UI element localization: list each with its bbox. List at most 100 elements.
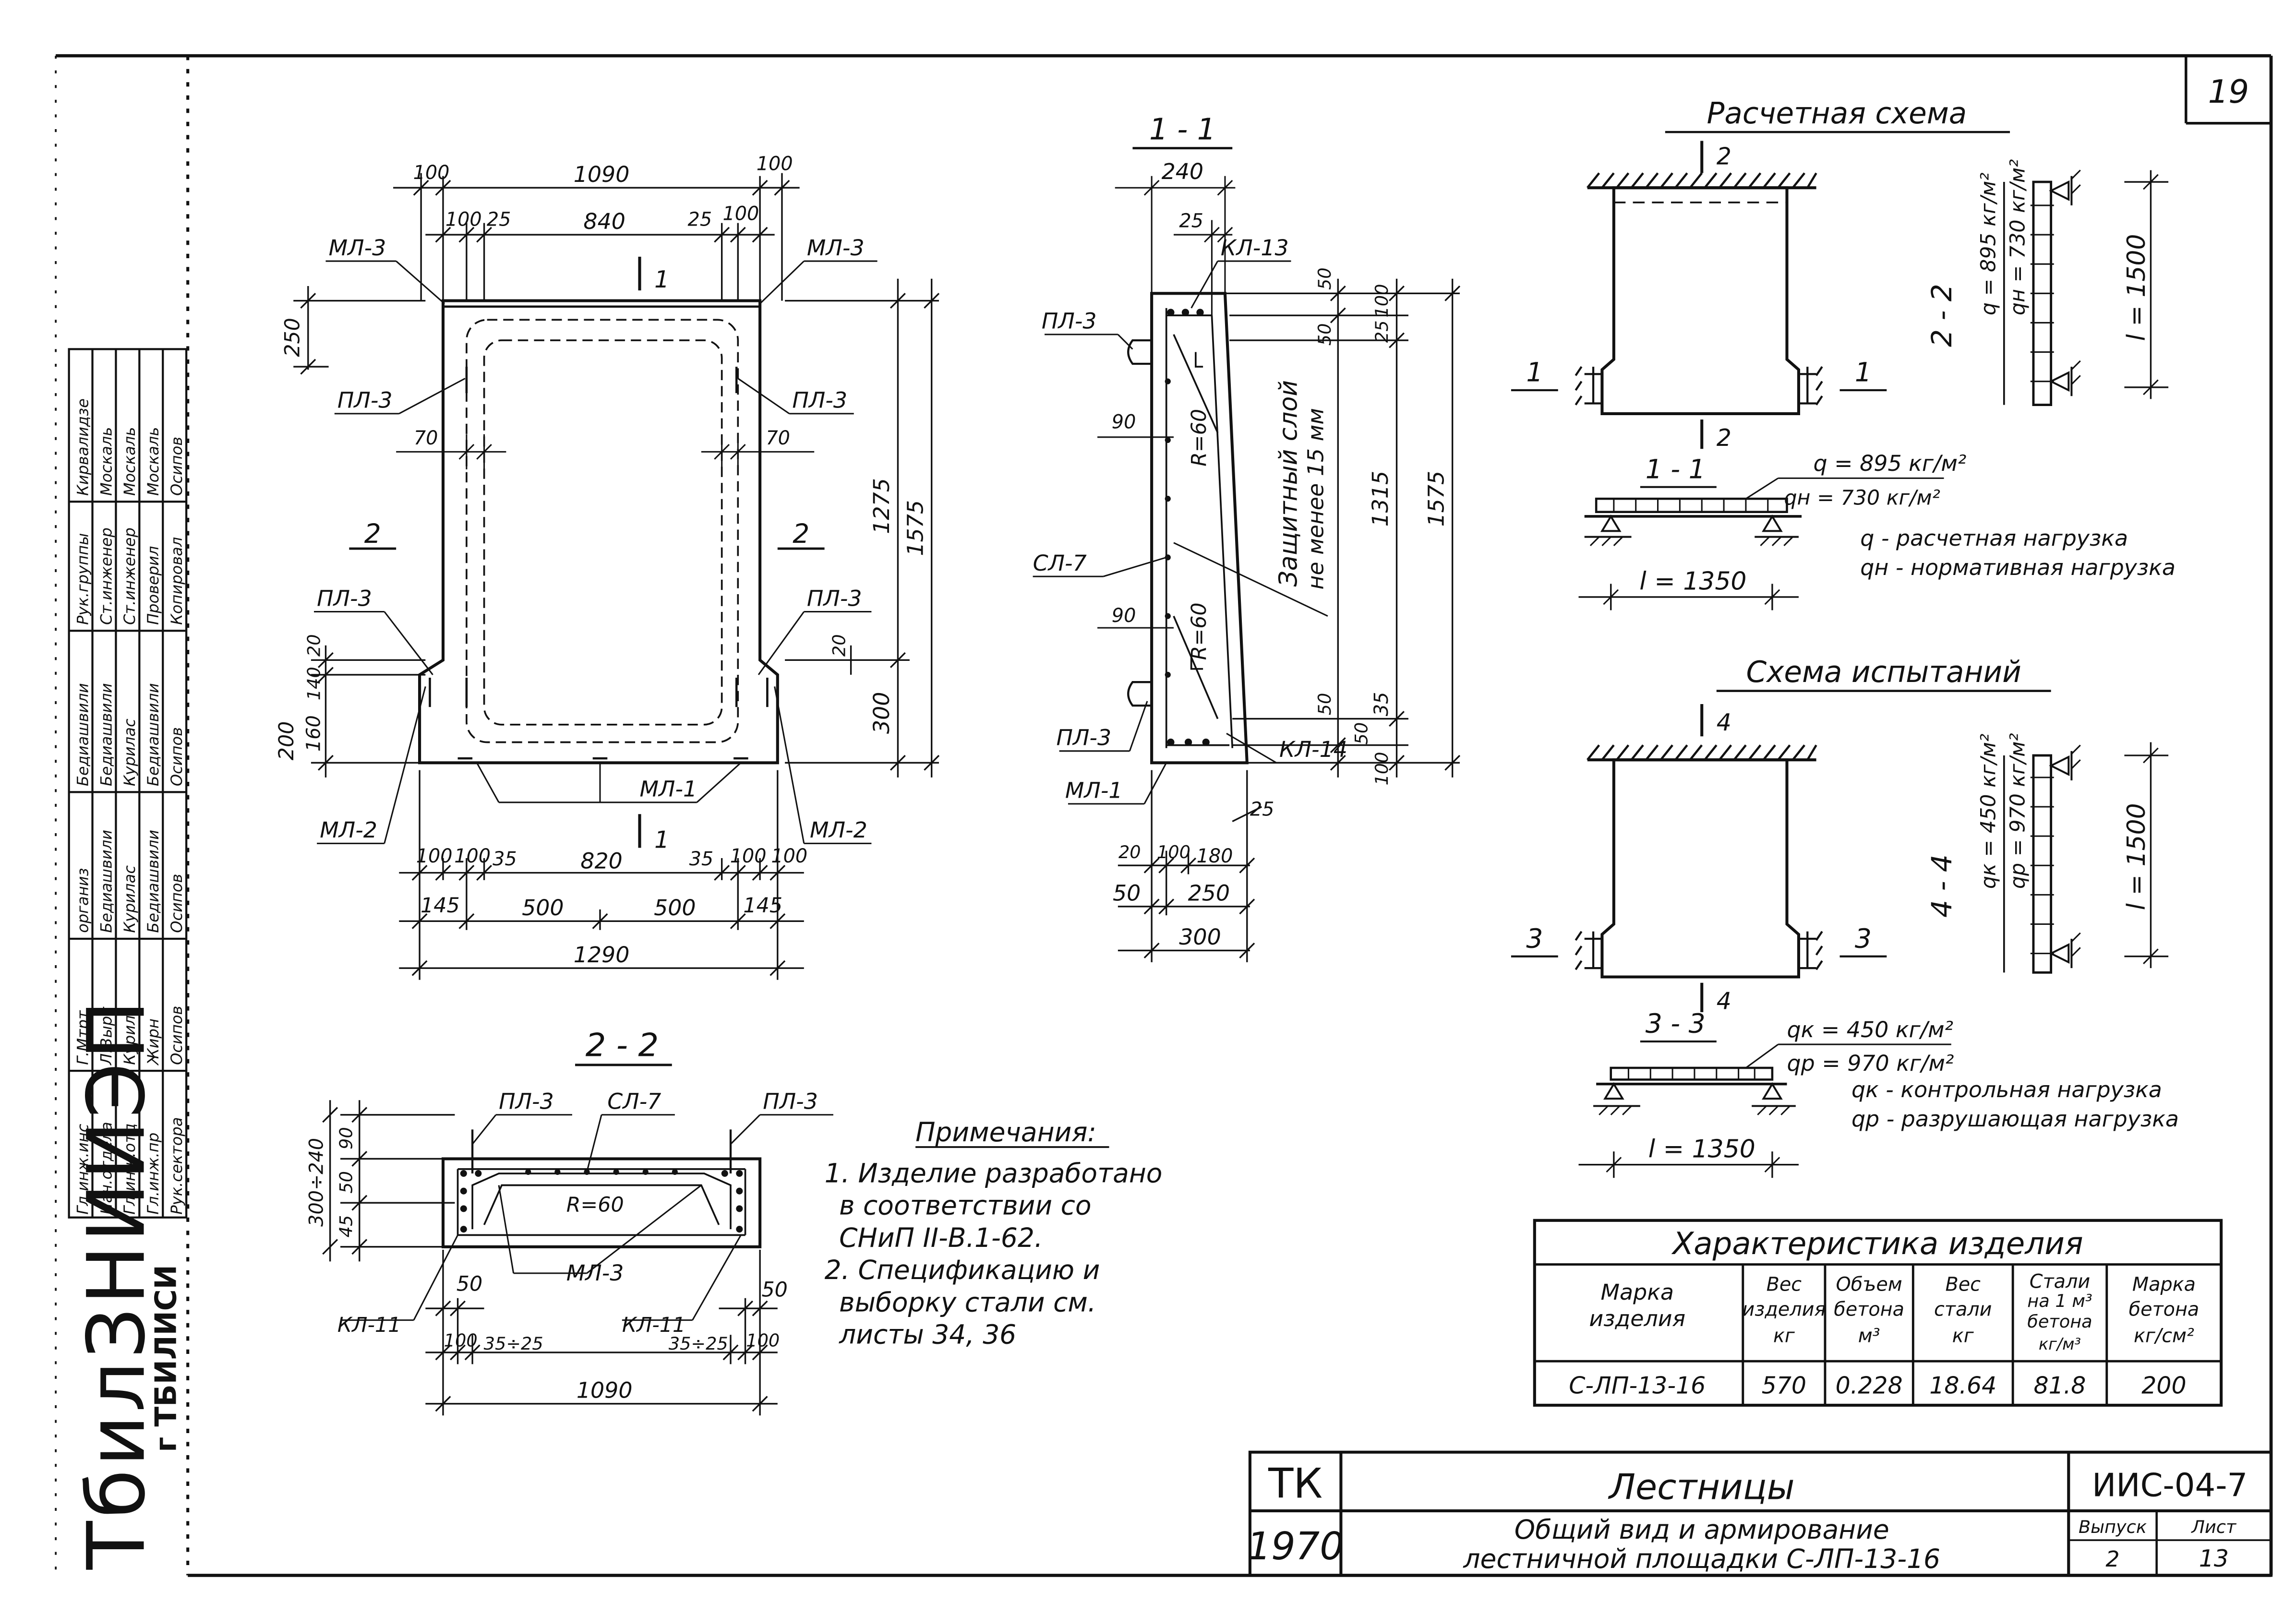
cut-1-right-calc: 1 <box>1855 357 1872 388</box>
cell-concrete: 200 <box>2141 1372 2186 1399</box>
cell-mark: С-ЛП-13-16 <box>1569 1372 1706 1399</box>
dim-b2-145-right: 145 <box>743 894 782 918</box>
dim-top-1090: 1090 <box>574 161 630 187</box>
sig-r3c5: Москаль <box>144 427 162 496</box>
notes-line-1: 1. Изделие разработано <box>825 1158 1163 1188</box>
cut-4-bottom: 4 <box>1717 988 1731 1015</box>
dim-100: 100 <box>1371 284 1392 318</box>
label-ml3-22: МЛ-3 <box>566 1260 624 1286</box>
dim-20: 20 <box>1118 842 1141 862</box>
calc-legend-1: q - расчетная нагрузка <box>1860 525 2128 551</box>
notes-line-2: в соответствии со <box>839 1190 1091 1221</box>
label-ml2-left: МЛ-2 <box>320 817 377 843</box>
calc-section-2-2: 2 - 2 <box>1925 284 1958 347</box>
label-pl3-bottom: ПЛ-3 <box>1056 725 1111 751</box>
dim-top2-100-left: 100 <box>445 209 482 231</box>
cut-3-right: 3 <box>1855 923 1872 954</box>
signature-block <box>68 348 188 1219</box>
sig-r1c5: Москаль <box>97 427 115 496</box>
reinforcement-frame-inner <box>483 339 723 726</box>
label-pl3-lower-left: ПЛ-3 <box>317 585 372 611</box>
cut-1-left-calc: 1 <box>1526 357 1543 388</box>
tb-issue-label: Выпуск <box>2079 1517 2147 1537</box>
hdr-concrete-2: бетона <box>2129 1298 2200 1320</box>
dim-50-c: 50 <box>1314 693 1335 716</box>
label-pl3-top: ПЛ-3 <box>1042 308 1097 334</box>
test-load-qp: qр = 970 кг/м² <box>1787 1050 1954 1076</box>
label-pl3-right-22: ПЛ-3 <box>763 1089 818 1114</box>
dim-top-100-left: 100 <box>413 162 450 184</box>
test-plan-outline <box>1600 758 1800 979</box>
hdr-steel-per-m3-4: кг/м³ <box>2039 1335 2081 1353</box>
dim-top2-840: 840 <box>583 208 625 234</box>
main-view: 100 1090 100 100 25 840 25 100 1 1 2 2 <box>275 153 940 980</box>
hdr-weight-1: Вес <box>1767 1274 1802 1296</box>
sig-r4c1: Осипов <box>168 1006 186 1065</box>
sig-r0c2: организ <box>73 868 92 933</box>
calc-legend-2: qн - нормативная нагрузка <box>1860 554 2176 580</box>
test-scheme: Схема испытаний 4 4 3 3 <box>1511 655 2179 1178</box>
cut-3-left: 3 <box>1526 923 1543 954</box>
dim-35-25-right: 35÷25 <box>669 1333 728 1354</box>
sig-r1c4: Ст.инженер <box>97 527 115 625</box>
dim-b3-1290: 1290 <box>574 942 630 968</box>
test-load-qk: qк = 450 кг/м² <box>1787 1017 1953 1042</box>
label-protective-layer-1: Защитный слой <box>1274 380 1303 587</box>
hdr-steel-3: кг <box>1952 1325 1974 1347</box>
cut-1-bottom: 1 <box>654 826 669 854</box>
notes-line-3: СНиП II-В.1-62. <box>839 1222 1043 1253</box>
calc-span-1500: l = 1500 <box>2122 234 2151 341</box>
tb-title-2: лестничной площадки С-ЛП-13-16 <box>1463 1543 1940 1574</box>
dim-50-22: 50 <box>336 1171 356 1194</box>
tb-issue: 2 <box>2105 1546 2119 1572</box>
dim-50-b: 50 <box>1314 323 1335 346</box>
label-pl3-upper-left: ПЛ-3 <box>337 387 393 413</box>
tb-title-1: Общий вид и армирование <box>1515 1514 1889 1545</box>
dim-top2-25-left: 25 <box>487 209 511 231</box>
hdr-steel-per-m3-1: Стали <box>2030 1270 2090 1292</box>
dim-b2-145-left: 145 <box>421 894 460 918</box>
test-legend-1: qк - контрольная нагрузка <box>1851 1077 2162 1102</box>
section-2-2: 2 - 2 <box>305 1027 833 1416</box>
cut-1-top: 1 <box>654 266 669 293</box>
dim-50-left-22: 50 <box>457 1272 482 1296</box>
dim-left-250: 250 <box>280 318 304 357</box>
section-2-2-title: 2 - 2 <box>586 1027 659 1064</box>
calc-section-1-1: 1 - 1 <box>1646 454 1706 484</box>
tb-sheet-label: Лист <box>2190 1517 2237 1537</box>
dim-100-right-22: 100 <box>746 1330 780 1351</box>
tb-year: 1970 <box>1247 1524 1344 1568</box>
signature-texts: Гл.инж.инс Г.Мтрт организ Бедиашвили Рук… <box>73 398 186 1214</box>
sig-r0c5: Кирвалидзе <box>73 398 92 496</box>
hdr-steel-1: Вес <box>1945 1274 1981 1296</box>
notes-line-5: выборку стали см. <box>839 1287 1096 1317</box>
label-protective-layer-2: не менее 15 мм <box>1303 408 1329 589</box>
dim-right-1275: 1275 <box>868 478 894 534</box>
test-section-3-3: 3 - 3 <box>1646 1008 1706 1039</box>
dim-90-22: 90 <box>336 1127 356 1149</box>
dim-50-a: 50 <box>1314 267 1335 290</box>
sig-r0c3: Бедиашвили <box>73 683 92 786</box>
cut-2-left: 2 <box>364 518 381 549</box>
label-kl14: КЛ-14 <box>1279 736 1347 762</box>
page-number-box: 19 <box>2185 56 2272 125</box>
dim-b1-820: 820 <box>580 848 622 873</box>
dim-300-240-22: 300÷240 <box>305 1138 327 1227</box>
dim-35: 35 <box>1370 692 1393 717</box>
dim-100-b: 100 <box>1371 752 1392 786</box>
hdr-concrete-1: Марка <box>2132 1274 2196 1296</box>
dim-300: 300 <box>1179 924 1221 950</box>
dim-90-a: 90 <box>1112 411 1136 433</box>
dim-left-20: 20 <box>303 634 324 657</box>
label-ml1: МЛ-1 <box>640 776 697 802</box>
test-horizontal-beam <box>1578 1043 1951 1178</box>
sig-r2c3: Курилас <box>120 718 139 786</box>
hdr-steel-per-m3-3: бетона <box>2027 1311 2092 1332</box>
dim-top2-100-right: 100 <box>722 203 759 225</box>
dim-b1-35-a: 35 <box>493 848 517 870</box>
sig-r4c4: Копировал <box>168 537 186 625</box>
cut-4-top: 4 <box>1717 709 1731 736</box>
label-sl7-22: СЛ-7 <box>607 1089 661 1114</box>
test-span-1500: l = 1500 <box>2122 803 2151 910</box>
sig-r4c5: Осипов <box>168 437 186 496</box>
